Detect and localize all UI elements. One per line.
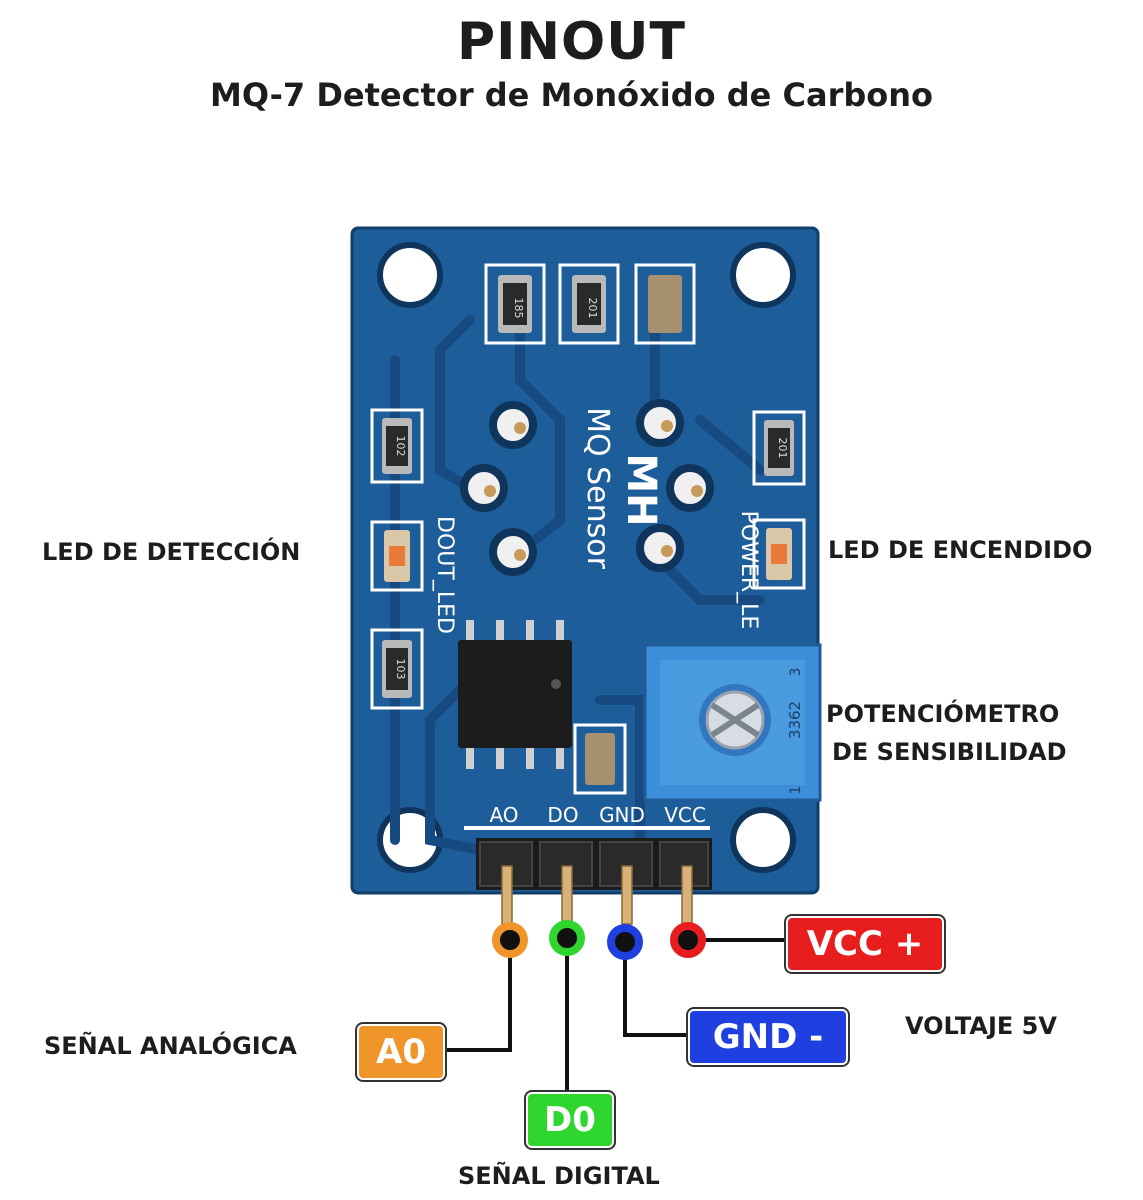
- pill-a0: A0: [357, 1024, 445, 1080]
- pill-vcc: VCC +: [786, 916, 944, 972]
- left-smd-components: [370, 408, 424, 710]
- resistor-mark-3: 102: [394, 436, 407, 457]
- label-led-detect: LED DE DETECCIÓN: [42, 538, 301, 566]
- silkscreen-model: MQ Sensor: [580, 407, 615, 570]
- label-pot-line2: DE SENSIBILIDAD: [832, 738, 1067, 766]
- pot-pin-3: 3: [788, 668, 804, 677]
- pin-label-do: DO: [547, 803, 578, 827]
- pill-gnd: GND -: [688, 1009, 848, 1065]
- resistor-mark-1: 185: [512, 298, 525, 319]
- top-smd-components: [484, 263, 696, 345]
- potentiometer: [643, 643, 822, 802]
- pin-label-gnd: GND: [599, 803, 645, 827]
- label-digital: SEÑAL DIGITAL: [458, 1162, 660, 1190]
- mounting-holes: [377, 242, 796, 873]
- silkscreen-brand: MH: [618, 453, 664, 526]
- page-title: PINOUT: [457, 12, 686, 72]
- pot-pin-1: 1: [788, 786, 804, 795]
- pin-label-vcc: VCC: [664, 803, 706, 827]
- label-led-power: LED DE ENCENDIDO: [828, 536, 1093, 564]
- bottom-capacitor: [573, 723, 627, 795]
- label-voltage: VOLTAJE 5V: [905, 1012, 1057, 1040]
- pin-label-ao: AO: [489, 803, 518, 827]
- silkscreen-power-led: POWER_LE: [736, 511, 761, 630]
- pill-d0: D0: [526, 1092, 614, 1148]
- page-subtitle: MQ-7 Detector de Monóxido de Carbono: [209, 76, 933, 114]
- pot-marking: 3362: [786, 701, 804, 739]
- right-smd-components: [752, 410, 806, 590]
- resistor-mark-2: 201: [586, 298, 599, 319]
- silkscreen-dout-led: DOUT_LED: [432, 516, 457, 634]
- sensor-pins: [460, 399, 714, 576]
- ic-chip: [458, 620, 572, 769]
- label-analog: SEÑAL ANALÓGICA: [44, 1032, 297, 1060]
- resistor-mark-5: 103: [394, 659, 407, 680]
- resistor-mark-4: 201: [776, 438, 789, 459]
- pin-header: [476, 838, 712, 925]
- label-pot-line1: POTENCIÓMETRO: [826, 700, 1060, 728]
- pin-dots: [492, 920, 706, 960]
